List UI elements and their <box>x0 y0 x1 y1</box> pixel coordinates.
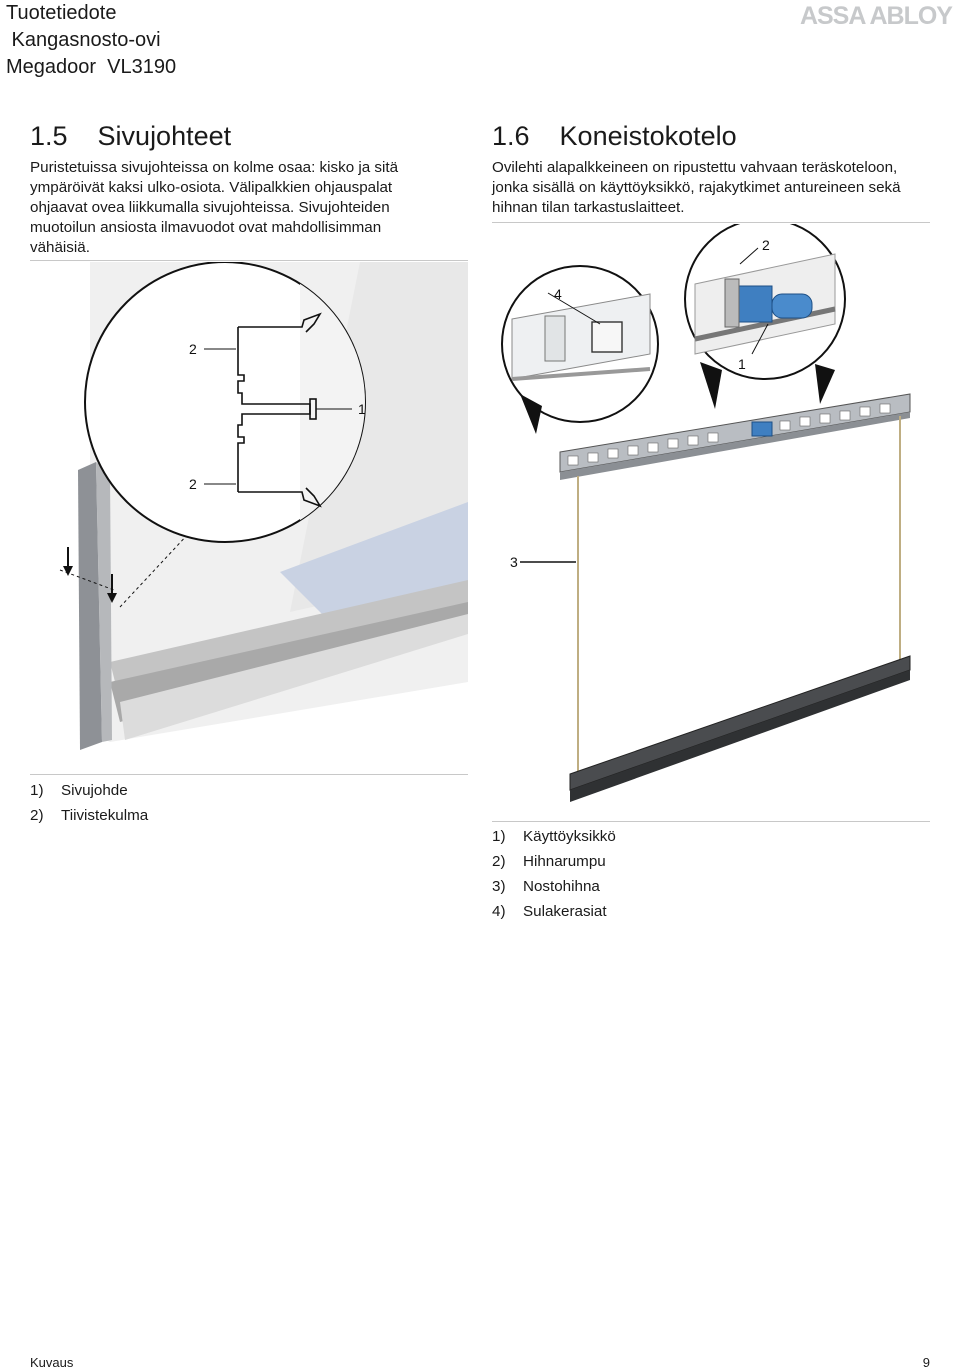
body-line: muotoilun ansiosta ilmavuodot ovat mahdo… <box>30 219 382 236</box>
machinery-box-illustration: 4 2 1 3 <box>501 224 911 802</box>
legend-item: 2) Hihnarumpu <box>492 849 616 874</box>
legend-number: 3) <box>492 878 506 895</box>
legend-item: 4) Sulakerasiat <box>492 899 616 924</box>
callout-2: 2 <box>762 237 770 253</box>
assa-abloy-logo: ASSA ABLOY <box>799 2 953 30</box>
guide-post <box>78 462 102 750</box>
beam-opening <box>799 416 811 427</box>
beam-opening <box>707 432 719 443</box>
cut-arrowhead <box>107 593 117 603</box>
beam-opening <box>879 403 891 414</box>
guide-profile-drawing <box>237 312 322 508</box>
callout-2-bottom: 2 <box>189 476 197 492</box>
callout-4: 4 <box>554 286 562 302</box>
beam-opening <box>779 420 791 431</box>
legend-number: 1) <box>30 782 44 799</box>
pointer-wedge <box>520 394 542 434</box>
divider <box>30 260 468 261</box>
body-line: vähäisiä. <box>30 239 90 256</box>
beam-opening <box>667 438 679 449</box>
pointer-wedge <box>815 364 835 404</box>
footer-section-label: Kuvaus <box>30 1355 74 1370</box>
pointer-wedge <box>700 362 722 409</box>
cut-arrowhead <box>63 566 73 576</box>
header-line-product: Kangasnosto-ovi <box>6 29 161 51</box>
beam-opening <box>587 452 599 463</box>
belt-drum <box>724 278 740 328</box>
legend-text: Sivujohde <box>61 782 128 799</box>
callout-line <box>751 323 769 355</box>
legend-number: 1) <box>492 828 506 845</box>
divider <box>492 222 930 223</box>
legend-text: Käyttöyksikkö <box>523 828 616 845</box>
legend-item: 2) Tiivistekulma <box>30 803 148 828</box>
drive-unit <box>737 285 773 323</box>
side-guide-illustration: 2 1 2 <box>59 262 468 750</box>
steel-box-beam <box>559 393 911 480</box>
body-line: hihnan tilan tarkastuslaitteet. <box>492 199 685 216</box>
legend-side-guides: 1) Sivujohde 2) Tiivistekulma <box>30 778 148 828</box>
body-line: ympäröivät kaksi ulko-osiota. Välipalkki… <box>30 179 393 196</box>
drive-motor <box>771 293 813 319</box>
detail-rail <box>511 367 651 381</box>
section-body: Puristetuissa sivujohteissa on kolme osa… <box>30 158 470 258</box>
detail-post <box>544 315 566 362</box>
page-number: 9 <box>922 1355 930 1370</box>
beam-opening <box>647 442 659 453</box>
body-line: jonka sisällä on käyttöyksikkö, rajakytk… <box>492 179 901 196</box>
body-line: Ovilehti alapalkkeineen on ripustettu va… <box>492 159 898 176</box>
legend-item: 1) Sivujohde <box>30 778 148 803</box>
section-side-guides: 1.5 Sivujohteet Puristetuissa sivujohtei… <box>30 120 470 258</box>
detail-rail <box>694 306 836 342</box>
fuse-box-detail <box>511 293 651 381</box>
body-line: ohjaavat ovea liikkumalla sivujohteissa.… <box>30 199 390 216</box>
callout-1: 1 <box>358 401 366 417</box>
section-title: 1.5 Sivujohteet <box>30 121 232 151</box>
legend-text: Sulakerasiat <box>523 903 607 920</box>
section-machinery-box: 1.6 Koneistokotelo Ovilehti alapalkkeine… <box>492 120 942 218</box>
detail-leader <box>119 531 191 608</box>
legend-text: Tiivistekulma <box>61 807 149 824</box>
callout-line <box>739 247 759 265</box>
header-line-doc-type: Tuotetiedote <box>6 2 117 24</box>
legend-text: Hihnarumpu <box>523 853 606 870</box>
divider <box>492 821 930 822</box>
drive-unit-detail <box>694 253 836 355</box>
callout-3: 3 <box>510 554 518 570</box>
bottom-beam <box>569 655 911 802</box>
beam-opening <box>567 455 579 466</box>
beam-underside <box>560 412 910 480</box>
legend-item: 1) Käyttöyksikkö <box>492 824 616 849</box>
legend-number: 2) <box>492 853 506 870</box>
drive-unit-small <box>751 421 773 437</box>
guide-post-side <box>96 462 112 742</box>
divider <box>30 774 468 775</box>
body-line: Puristetuissa sivujohteissa on kolme osa… <box>30 159 399 176</box>
beam-opening <box>627 445 639 456</box>
callout-line <box>547 292 601 325</box>
beam-opening <box>607 448 619 459</box>
fuse-box <box>591 321 623 353</box>
section-title: 1.6 Koneistokotelo <box>492 121 737 151</box>
beam-opening <box>839 410 851 421</box>
legend-text: Nostohihna <box>523 878 600 895</box>
rail-extrusion-edge <box>120 614 468 740</box>
section-body: Ovilehti alapalkkeineen on ripustettu va… <box>492 158 942 218</box>
document-header: Tuotetiedote Kangasnosto-ovi Megadoor VL… <box>6 0 176 81</box>
beam-opening <box>687 435 699 446</box>
header-line-model: Megadoor VL3190 <box>6 56 177 78</box>
legend-machinery-box: 1) Käyttöyksikkö 2) Hihnarumpu 3) Nostohihn… <box>492 824 616 924</box>
beam-opening <box>819 413 831 424</box>
beam-opening <box>859 406 871 417</box>
beam-openings <box>567 403 891 466</box>
callout-1: 1 <box>738 356 746 372</box>
legend-number: 4) <box>492 903 506 920</box>
legend-number: 2) <box>30 807 44 824</box>
bottom-beam-underside <box>570 670 910 802</box>
callout-2-top: 2 <box>189 341 197 357</box>
legend-item: 3) Nostohihna <box>492 874 616 899</box>
bottom-beam-face <box>569 655 911 791</box>
